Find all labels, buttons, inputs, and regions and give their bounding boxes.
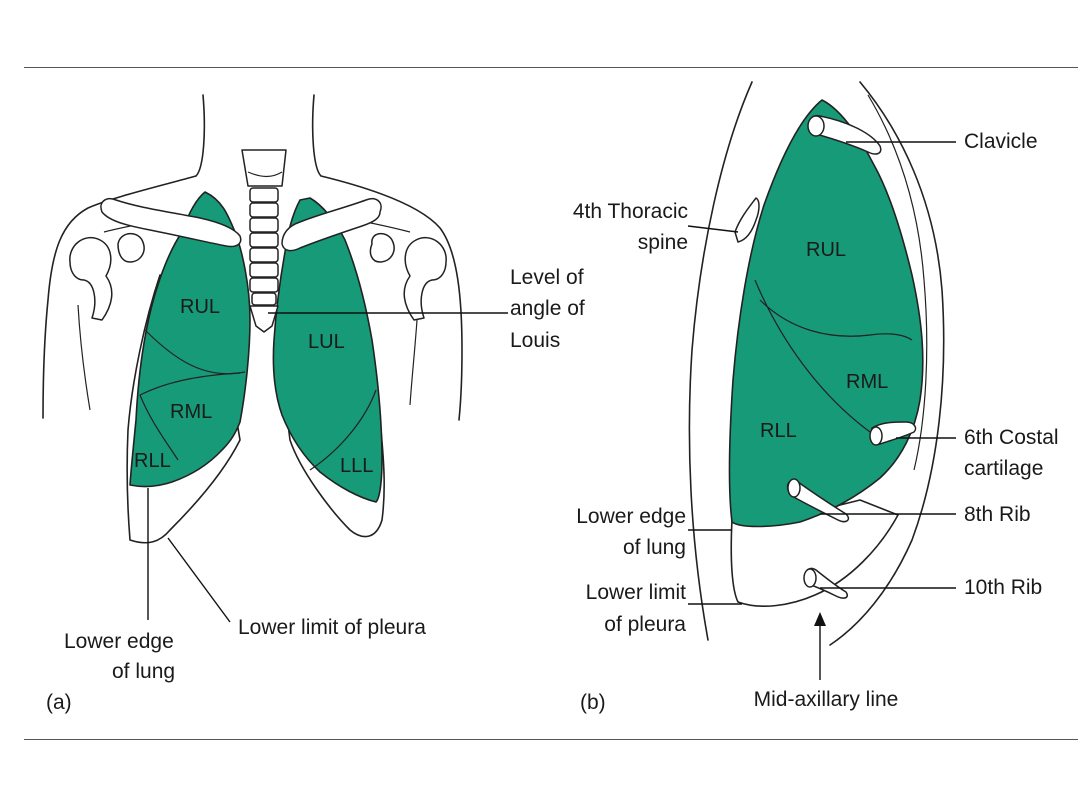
lower-limit-pleura-line-2-b: of pleura [604, 613, 686, 636]
lateral-lobe-label-rml: RML [846, 371, 888, 393]
rib-8th-label: 8th Rib [964, 503, 1031, 526]
lobe-label-lul: LUL [308, 331, 345, 353]
vertebra [249, 232, 279, 248]
bottom-rule [24, 739, 1078, 740]
lateral-front-outline [829, 81, 945, 646]
panel-b-label: (b) [580, 691, 606, 714]
left-lung-shape [272, 197, 383, 503]
thoracic-spine-line-2: spine [638, 231, 688, 254]
right-shoulder-joint [69, 237, 113, 321]
thoracic-spine-line-1: 4th Thoracic [573, 200, 688, 223]
vertebra [251, 292, 277, 306]
vertebra [249, 217, 279, 233]
lobe-label-lll: LLL [340, 455, 373, 477]
costal-cartilage-end [869, 426, 883, 446]
lobe-label-rml: RML [170, 401, 212, 423]
lower-limit-pleura-label-a: Lower limit of pleura [238, 616, 426, 639]
vertebral-column [249, 187, 279, 333]
neck-outline-left [42, 94, 206, 419]
lateral-back-outline [688, 81, 753, 641]
panel-b-lateral-view: RUL RML RLL Clavicle 4th Thoracic spine … [573, 81, 1059, 714]
left-arm-line [77, 304, 91, 411]
neck-outline-right [311, 94, 463, 421]
lateral-horizontal-fissure [759, 299, 913, 341]
left-coracoid [369, 232, 395, 263]
lower-edge-lung-line-1-a: Lower edge [64, 630, 174, 653]
rib-8th-end [787, 478, 801, 498]
right-oblique-fissure [139, 372, 241, 396]
lower-edge-lung-line-2-a: of lung [112, 660, 175, 683]
angle-of-louis-bone [249, 305, 279, 333]
lateral-lobe-label-rul: RUL [806, 239, 846, 261]
costal-cartilage-line-1: 6th Costal [964, 426, 1059, 449]
clavicle-end [807, 115, 825, 137]
panel-a-anterior-view: RUL RML RLL LUL LLL Level of angle of Lo… [42, 94, 585, 714]
lower-edge-lung-line-1-b: Lower edge [576, 505, 686, 528]
top-rule [24, 67, 1078, 68]
trachea-ring [247, 171, 283, 178]
lobe-label-rul: RUL [180, 296, 220, 318]
left-shoulder-joint [403, 237, 447, 321]
left-clavicle [281, 198, 382, 252]
rib-10th-label: 10th Rib [964, 576, 1042, 599]
lateral-lobe-label-rll: RLL [760, 420, 797, 442]
right-coracoid [117, 232, 145, 263]
lower-limit-pleura-leader-a [167, 537, 231, 623]
vertebra [249, 277, 279, 293]
vertebra [249, 187, 279, 203]
vertebra [249, 202, 279, 218]
lower-limit-pleura-line-1-b: Lower limit [586, 581, 687, 604]
angle-of-louis-line-1: Level of [510, 266, 584, 289]
angle-of-louis-line-3: Louis [510, 329, 560, 352]
lobe-label-rll: RLL [134, 450, 171, 472]
lower-edge-lung-line-2-b: of lung [623, 536, 686, 559]
thoracic-spine-leader [687, 225, 739, 233]
costal-cartilage-line-2: cartilage [964, 457, 1043, 480]
rib-10th-end [803, 568, 817, 588]
vertebra [249, 262, 279, 278]
clavicle-label: Clavicle [964, 130, 1038, 153]
vertebra [249, 247, 279, 263]
right-rll-boundary [139, 394, 179, 461]
mid-axillary-label: Mid-axillary line [754, 688, 899, 711]
right-clavicle [100, 198, 242, 248]
mid-axillary-arrowhead [814, 612, 826, 626]
left-oblique-fissure [309, 389, 377, 471]
lateral-front-inner-line [867, 94, 928, 471]
thoracic-spine-process [734, 197, 760, 243]
lateral-lung-shape [728, 99, 924, 528]
right-lung-shape [129, 191, 251, 488]
lateral-oblique-fissure [754, 279, 871, 433]
angle-of-louis-line-2: angle of [510, 297, 585, 320]
panel-a-label: (a) [46, 691, 72, 714]
left-scapula-edge [365, 221, 411, 233]
trachea [241, 149, 287, 187]
